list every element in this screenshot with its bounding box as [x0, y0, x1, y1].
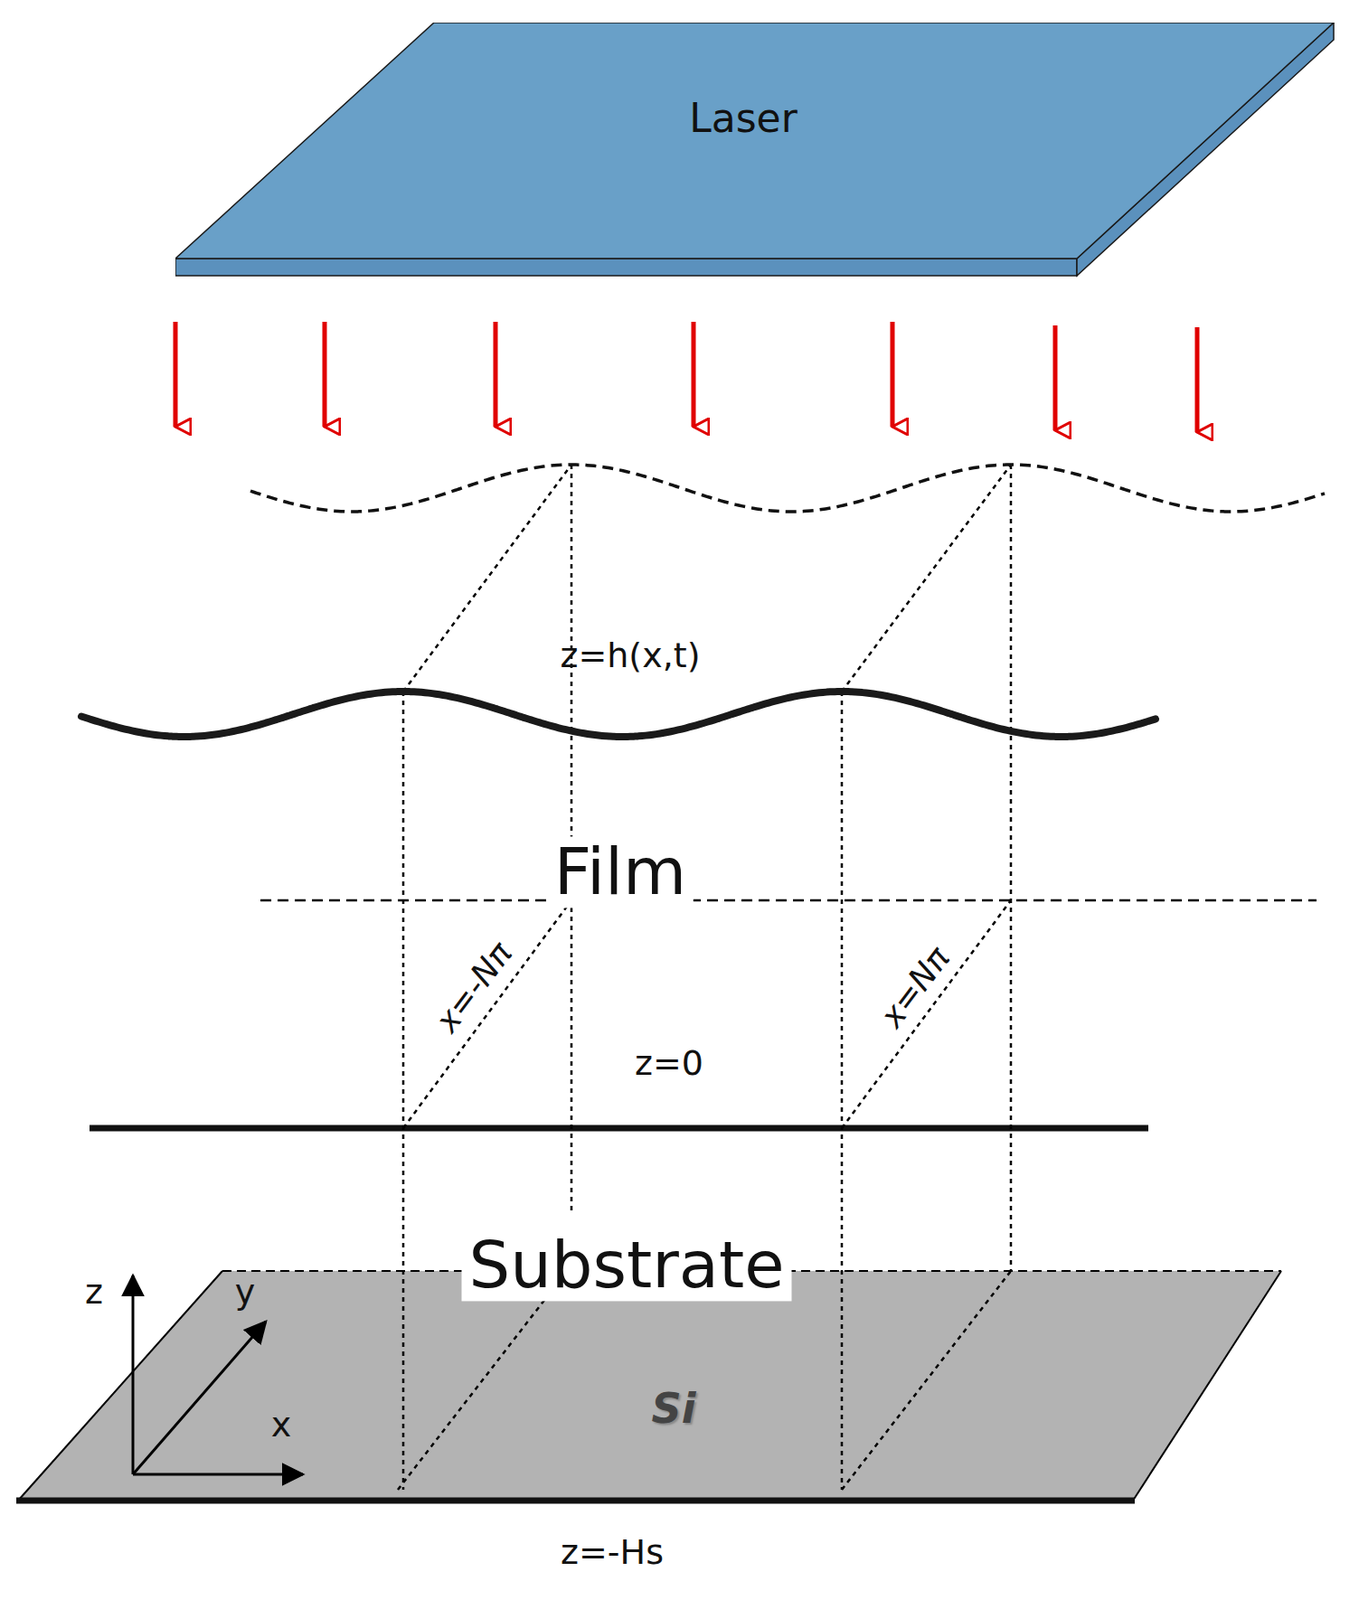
- axes: [132, 1275, 303, 1475]
- interface-line: [89, 1125, 1149, 1133]
- slab-edge: [18, 1271, 223, 1501]
- laser-arrows: [175, 321, 1198, 433]
- axis-label: x: [271, 1406, 293, 1445]
- substrate-bottom: [16, 1498, 1135, 1505]
- boundary-label: x=-Nπ: [428, 935, 520, 1039]
- node-label: Laser: [688, 94, 798, 142]
- film-surface: [81, 691, 1156, 737]
- axis-label: z: [84, 1274, 104, 1312]
- surface-waves: [81, 464, 1325, 737]
- surface-label: z=h(x,t): [560, 637, 701, 676]
- laser-plate: Laser: [175, 22, 1335, 278]
- deformed-surface: [250, 464, 1325, 512]
- boundary-label: x=Nπ: [873, 940, 957, 1035]
- guide-lines: [397, 464, 1011, 1491]
- depth-label: z=-Hs: [560, 1534, 664, 1573]
- layer-name: Substrate: [461, 1229, 792, 1302]
- interface-label: z=0: [634, 1045, 704, 1084]
- layer-name: Film: [547, 836, 694, 908]
- substrate-slab: [18, 1271, 1282, 1501]
- axis-label: y: [235, 1274, 256, 1312]
- material-label: Si: [651, 1386, 697, 1433]
- laser-outline: [175, 22, 1335, 278]
- slab-edge: [1132, 1271, 1282, 1501]
- film-plane: [260, 899, 1317, 903]
